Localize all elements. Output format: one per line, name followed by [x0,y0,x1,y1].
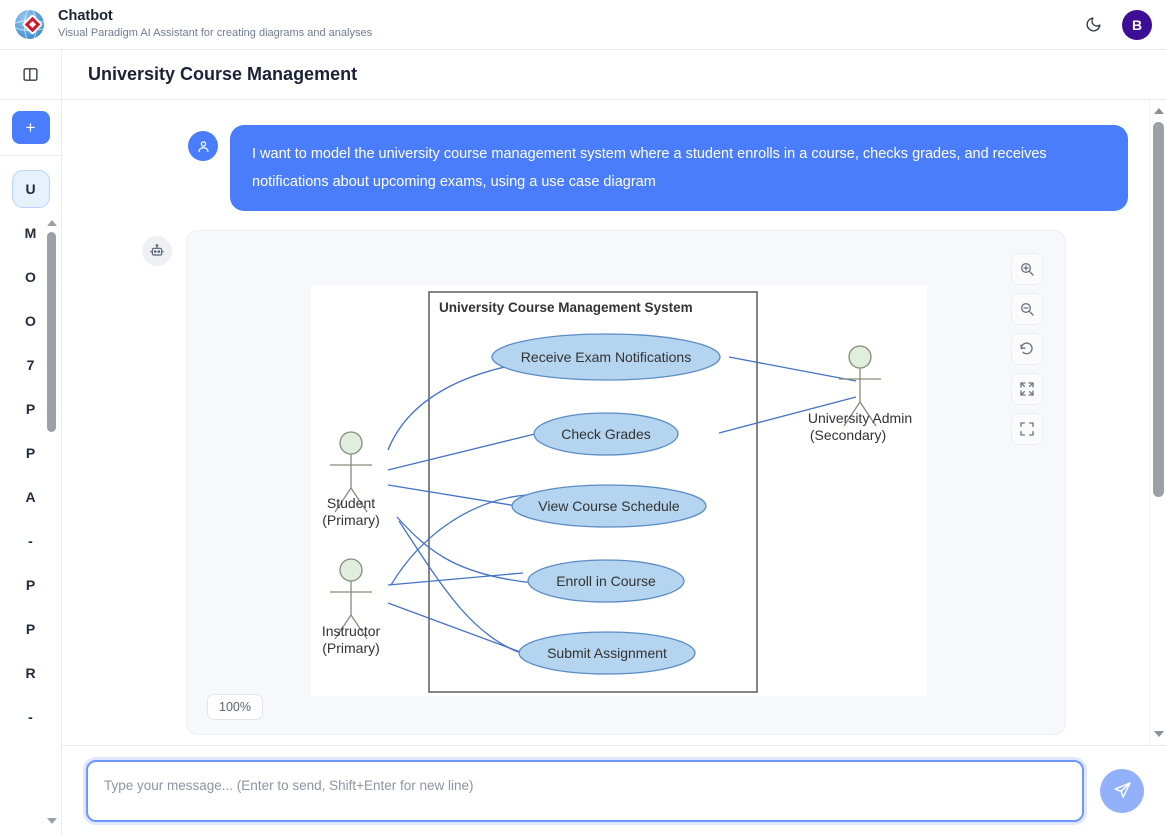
diagram-card: University Course Management System [186,230,1066,735]
diagram-toolbar [1011,253,1043,445]
bot-message: University Course Management System [142,230,1066,735]
fit-screen-icon[interactable] [1011,373,1043,405]
sidebar-item-m[interactable]: M [12,214,50,252]
chat-pane: I want to model the university course ma… [62,100,1166,745]
sidebar-item-u[interactable]: U [12,170,50,208]
page-title: University Course Management [88,64,357,85]
actor-student-role: (Primary) [322,512,380,528]
sidebar: + U M O O 7 P P A - P P R - [0,100,62,835]
avatar[interactable]: B [1122,10,1152,40]
sidebar-item-dash-1[interactable]: - [12,522,50,560]
use-case-label-1: Check Grades [561,426,650,442]
user-message-text: I want to model the university course ma… [230,125,1128,211]
zoom-in-icon[interactable] [1011,253,1043,285]
system-boundary-title: University Course Management System [439,300,693,315]
use-case-label-3: Enroll in Course [556,573,656,589]
sub-header: University Course Management [0,50,1166,100]
header-text-group: Chatbot Visual Paradigm AI Assistant for… [58,8,372,41]
sidebar-item-r[interactable]: R [12,654,50,692]
sidebar-item-p-4[interactable]: P [12,610,50,648]
sidebar-item-a[interactable]: A [12,478,50,516]
visual-paradigm-logo [14,9,46,41]
chat-scrollbar[interactable] [1149,100,1166,745]
actor-instructor-name: Instructor [322,623,381,639]
send-button[interactable] [1100,769,1144,813]
app-subtitle: Visual Paradigm AI Assistant for creatin… [58,26,372,41]
sidebar-item-p-1[interactable]: P [12,390,50,428]
use-case-label-4: Submit Assignment [547,645,667,661]
sidebar-item-p-3[interactable]: P [12,566,50,604]
panel-toggle-icon[interactable] [0,50,62,99]
scroll-down-icon[interactable] [46,816,57,826]
fullscreen-icon[interactable] [1011,413,1043,445]
scroll-up-icon[interactable] [46,218,57,228]
zoom-out-icon[interactable] [1011,293,1043,325]
new-chat-button[interactable]: + [12,111,50,144]
chat-scrollbar-thumb[interactable] [1153,122,1164,497]
actor-instructor[interactable]: Instructor (Primary) [322,559,381,656]
user-message: I want to model the university course ma… [188,125,1128,211]
chat-scroll-down-icon[interactable] [1150,726,1166,742]
actor-admin-name: University Admin [808,410,912,426]
sidebar-conversation-list: U M O O 7 P P A - P P R - [0,156,61,834]
app-header: Chatbot Visual Paradigm AI Assistant for… [0,0,1166,50]
actor-university-admin[interactable]: University Admin (Secondary) [808,346,912,443]
sidebar-item-dash-2[interactable]: - [12,698,50,736]
header-actions: B [1080,10,1152,40]
reset-icon[interactable] [1011,333,1043,365]
use-case-diagram-canvas[interactable]: University Course Management System [311,285,927,696]
zoom-level-badge: 100% [207,694,263,720]
use-case-label-0: Receive Exam Notifications [521,349,691,365]
moon-icon[interactable] [1080,12,1106,38]
use-case-diagram-svg: University Course Management System [311,285,927,696]
composer [62,745,1166,835]
actor-student-name: Student [327,495,375,511]
sidebar-scrollbar[interactable] [46,156,57,834]
user-icon [188,131,218,161]
sidebar-item-7[interactable]: 7 [12,346,50,384]
app-title: Chatbot [58,8,372,25]
sidebar-item-o-1[interactable]: O [12,258,50,296]
new-chat-row: + [0,100,61,156]
sidebar-item-o-2[interactable]: O [12,302,50,340]
robot-icon [142,236,172,266]
chat-scroll-up-icon[interactable] [1150,103,1166,119]
sidebar-item-p-2[interactable]: P [12,434,50,472]
message-input[interactable] [86,760,1084,822]
actor-instructor-role: (Primary) [322,640,380,656]
use-case-label-2: View Course Schedule [538,498,680,514]
sidebar-scrollbar-thumb[interactable] [47,232,56,432]
actor-student[interactable]: Student (Primary) [322,432,380,528]
actor-admin-role: (Secondary) [810,427,886,443]
